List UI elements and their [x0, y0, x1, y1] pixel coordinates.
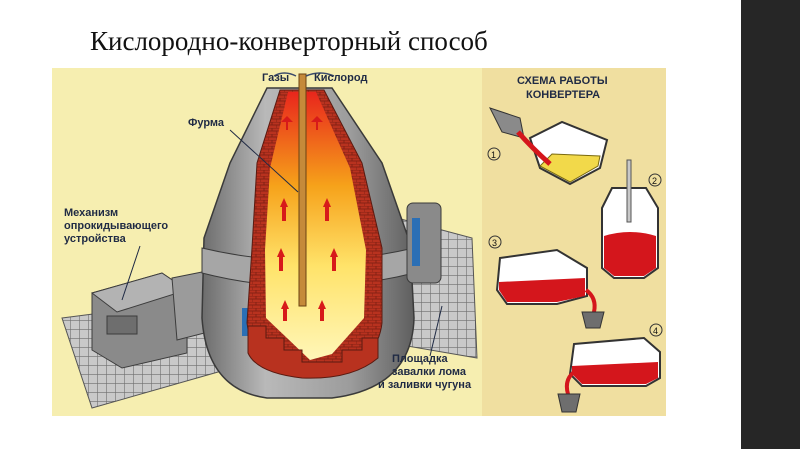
flame-zone — [265, 92, 366, 360]
lance-leader-line — [229, 129, 299, 193]
label-gases: Газы — [262, 72, 289, 84]
scheme-step-1: 1 — [487, 107, 609, 186]
label-mechanism-2: опрокидывающего — [64, 220, 168, 232]
step-number-2: 2 — [652, 176, 657, 186]
converter-bottom — [247, 325, 379, 379]
scheme-heading-2: КОНВЕРТЕРА — [526, 89, 600, 101]
step-number-3: 3 — [492, 238, 497, 248]
label-mechanism-3: устройства — [64, 233, 127, 245]
step-number-4: 4 — [653, 326, 658, 336]
label-platform-1: Площадка — [392, 353, 448, 365]
slide-title: Кислородно-конвертор­ный способ — [90, 26, 488, 56]
slide-sidebar — [741, 0, 800, 449]
label-platform-2: завалки лома — [392, 366, 467, 378]
scheme-step-4: 4 — [557, 323, 663, 413]
mechanism-leader-line — [121, 245, 141, 301]
label-mechanism-1: Механизм — [64, 207, 118, 219]
scheme-heading-1: СХЕМА РАБОТЫ — [517, 75, 608, 87]
scheme-step-2: 2 — [601, 159, 662, 279]
platform-leader-line — [429, 305, 443, 357]
gases-arrow — [273, 72, 297, 77]
label-lance: Фурма — [188, 117, 225, 129]
oxygen-lance — [298, 73, 307, 307]
step-number-1: 1 — [491, 150, 496, 160]
oxygen-arrow — [305, 72, 335, 77]
gas-flow-arrows — [277, 116, 338, 321]
label-oxygen: Кислород — [314, 72, 367, 84]
label-platform-3: и заливки чугуна — [378, 379, 472, 391]
converter-diagram: Газы Кислород Фурма Механизм опрокидываю… — [52, 68, 666, 416]
scheme-step-3: 3 — [488, 235, 605, 329]
